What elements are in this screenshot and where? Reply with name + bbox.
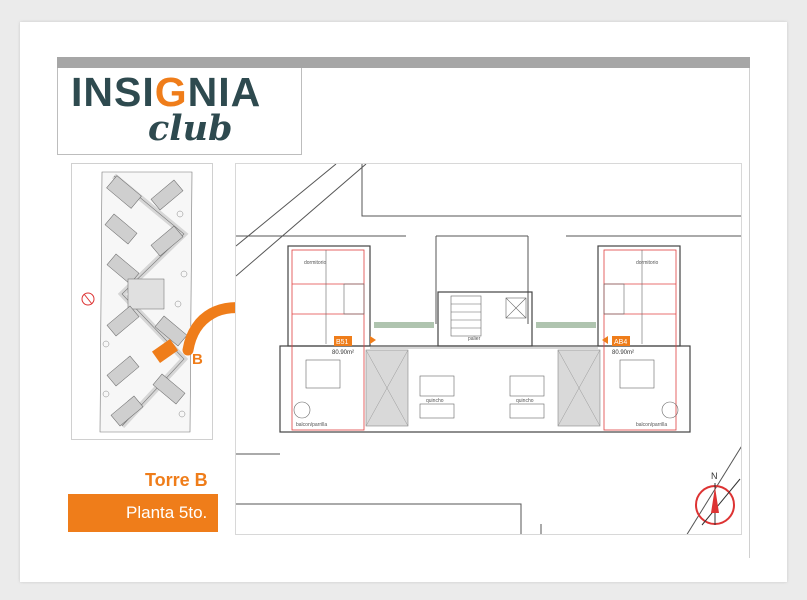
- floor-plan: B51 80.90m² AB4 80.90m² dormitorio dormi…: [235, 163, 742, 535]
- floor-level-label: Planta 5to.: [68, 494, 218, 532]
- logo-subtitle: club: [148, 108, 233, 149]
- room-label-quincho: quincho: [426, 398, 444, 404]
- floor-plan-drawing: B51 80.90m² AB4 80.90m² dormitorio dormi…: [236, 164, 741, 534]
- site-plan: B: [71, 163, 213, 440]
- tower-b-highlight: [151, 338, 179, 364]
- north-arrow-icon: N: [695, 471, 741, 526]
- unit-code-b51: B51: [336, 339, 349, 346]
- room-label-balcon-right: balcon/parrilla: [636, 422, 667, 428]
- brand-logo: INSIGNIA club: [57, 68, 302, 155]
- room-label-quincho-right: quincho: [516, 398, 534, 404]
- site-plan-drawing: B: [81, 171, 203, 433]
- header-bar: [57, 57, 750, 68]
- room-label-palier: palier: [468, 336, 481, 342]
- room-label-dormitorio: dormitorio: [304, 260, 326, 266]
- room-label-dormitorio-right: dormitorio: [636, 260, 658, 266]
- unit-area-ab4: 80.90m²: [612, 350, 634, 356]
- logo-part1: INSI: [71, 69, 155, 115]
- unit-area-b51: 80.90m²: [332, 350, 354, 356]
- tower-marker: B: [192, 351, 203, 368]
- unit-code-ab4: AB4: [614, 339, 627, 346]
- north-label: N: [711, 471, 718, 481]
- left-entry-arrow-icon: [370, 336, 376, 344]
- tower-title: Torre B: [145, 470, 208, 490]
- logo-part2: NIA: [187, 69, 262, 115]
- right-entry-arrow-icon: [602, 336, 608, 344]
- logo-wordmark: INSIGNIA: [71, 70, 261, 114]
- site-north-icon: [81, 292, 95, 306]
- unit-tag-ab4: [612, 336, 630, 346]
- unit-tag-b51: [334, 336, 352, 346]
- room-label-balcon: balcon/parrilla: [296, 422, 327, 428]
- logo-accent-letter: G: [154, 69, 188, 115]
- right-border: [749, 68, 750, 558]
